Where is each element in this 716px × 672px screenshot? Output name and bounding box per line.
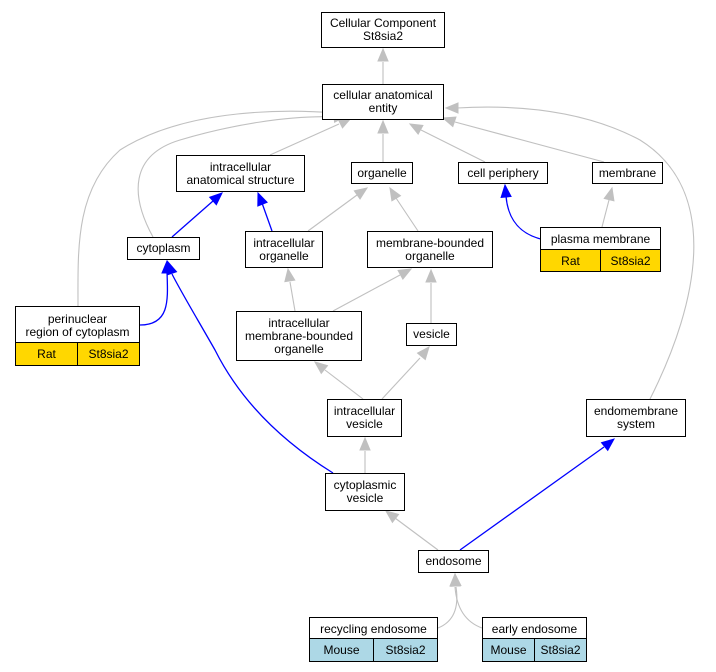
edge-introrg-to-ias-arrowhead <box>257 191 268 207</box>
edge-early-to-endosome <box>449 572 483 629</box>
node-intracellular-organelle[interactable]: intracellular organelle <box>245 231 323 268</box>
node-cytoplasm[interactable]: cytoplasm <box>127 237 200 260</box>
perinuclear-annotation-row: Rat St8sia2 <box>16 342 139 365</box>
node-cytoplasmic-vesicle[interactable]: cytoplasmic vesicle <box>325 473 405 511</box>
plasma-membrane-species-cell: Rat <box>541 250 600 271</box>
node-intracellular-membrane-bounded-organelle[interactable]: intracellular membrane-bounded organelle <box>236 311 362 361</box>
perinuclear-gene-cell: St8sia2 <box>77 343 139 365</box>
edge-cvesicle-to-ivesicle-arrowhead <box>359 436 371 451</box>
edge-endosome-to-cvesicle <box>384 510 439 551</box>
edge-organelle-to-cae-arrowhead <box>377 119 389 134</box>
edge-vesicle-to-mbo-arrowhead <box>425 268 437 283</box>
edge-endomembrane-to-cae-arrowhead <box>444 102 459 114</box>
node-endosome[interactable]: endosome <box>418 550 489 573</box>
edge-pm-to-cellperiphery-arrowhead <box>500 183 512 198</box>
edge-cvesicle-to-cytoplasm <box>166 260 334 474</box>
edge-endosome-to-cvesicle-arrowhead <box>384 510 400 524</box>
edge-perinuclear-to-cae <box>77 107 348 307</box>
edge-cae-to-root <box>377 47 389 84</box>
edge-endomembrane-to-cae <box>444 102 695 400</box>
edge-cvesicle-to-cytoplasm-arrowhead <box>166 260 178 276</box>
edge-pm-to-membrane-arrowhead <box>603 186 615 202</box>
edge-mbo-to-organelle <box>389 186 419 232</box>
node-membrane[interactable]: membrane <box>592 162 663 184</box>
edge-cytoplasm-to-ias-arrowhead <box>208 192 223 206</box>
node-recycling-endosome[interactable]: recycling endosome Mouse St8sia2 <box>309 617 438 662</box>
edge-membrane-to-cae <box>441 116 605 163</box>
early-endosome-annotation-row: Mouse St8sia2 <box>483 638 586 661</box>
node-cell-periphery[interactable]: cell periphery <box>458 162 548 184</box>
edge-introrg-to-organelle-arrowhead <box>353 187 369 200</box>
node-cellular-component-root[interactable]: Cellular Component St8sia2 <box>321 12 445 48</box>
edge-introrg-to-ias <box>257 191 273 232</box>
edge-vesicle-to-mbo <box>425 268 437 323</box>
plasma-membrane-label: plasma membrane <box>550 232 651 246</box>
node-vesicle[interactable]: vesicle <box>406 323 457 346</box>
edge-cae-to-root-arrowhead <box>377 47 389 62</box>
node-intracellular-anatomical-structure[interactable]: intracellular anatomical structure <box>176 155 305 192</box>
plasma-membrane-annotation-row: Rat St8sia2 <box>541 249 660 271</box>
edge-ivesicle-to-vesicle <box>381 345 430 400</box>
edge-ivesicle-to-vesicle-arrowhead <box>416 345 430 361</box>
recycling-endosome-label: recycling endosome <box>320 621 427 636</box>
edge-introrg-to-organelle <box>307 187 369 232</box>
edge-ivesicle-to-imbo <box>313 361 364 400</box>
recycling-endosome-gene-cell: St8sia2 <box>373 639 437 661</box>
node-plasma-membrane[interactable]: plasma membrane Rat St8sia2 <box>540 227 661 272</box>
node-intracellular-vesicle[interactable]: intracellular vesicle <box>327 399 402 437</box>
node-early-endosome[interactable]: early endosome Mouse St8sia2 <box>482 617 587 662</box>
early-endosome-label: early endosome <box>491 621 578 636</box>
node-perinuclear-region-of-cytoplasm[interactable]: perinuclear region of cytoplasm Rat St8s… <box>15 306 140 366</box>
perinuclear-label: perinuclear region of cytoplasm <box>25 311 130 339</box>
edge-mbo-to-organelle-arrowhead <box>389 186 402 202</box>
edge-imbo-to-introrg-arrowhead <box>284 267 296 283</box>
edge-imbo-to-mbo-arrowhead <box>397 268 413 281</box>
perinuclear-species-cell: Rat <box>16 343 77 365</box>
edge-endosome-to-endomembrane <box>459 438 616 551</box>
edge-ias-to-cae <box>269 117 353 156</box>
node-membrane-bounded-organelle[interactable]: membrane-bounded organelle <box>367 231 493 268</box>
node-cellular-anatomical-entity[interactable]: cellular anatomical entity <box>322 84 444 120</box>
edge-pm-to-membrane <box>601 186 615 228</box>
plasma-membrane-gene-cell: St8sia2 <box>600 250 660 271</box>
edge-cellperiphery-to-cae <box>408 123 486 163</box>
edge-cytoplasm-to-ias <box>171 192 223 238</box>
recycling-endosome-annotation-row: Mouse St8sia2 <box>310 638 437 661</box>
node-organelle[interactable]: organelle <box>351 162 413 184</box>
edge-cvesicle-to-ivesicle <box>359 436 371 473</box>
edge-ivesicle-to-imbo-arrowhead <box>313 361 329 375</box>
edge-imbo-to-mbo <box>332 268 413 312</box>
recycling-endosome-species-cell: Mouse <box>310 639 373 661</box>
edge-membrane-to-cae-arrowhead <box>441 116 457 128</box>
edge-pm-to-cellperiphery <box>500 183 546 241</box>
node-endomembrane-system[interactable]: endomembrane system <box>586 399 686 437</box>
edge-organelle-to-cae <box>377 119 389 162</box>
edge-early-to-endosome-arrowhead <box>449 572 461 587</box>
edge-imbo-to-introrg <box>284 267 296 312</box>
edge-cellperiphery-to-cae-arrowhead <box>408 123 424 136</box>
early-endosome-species-cell: Mouse <box>483 639 534 661</box>
edge-endosome-to-endomembrane-arrowhead <box>600 438 616 452</box>
early-endosome-gene-cell: St8sia2 <box>534 639 586 661</box>
